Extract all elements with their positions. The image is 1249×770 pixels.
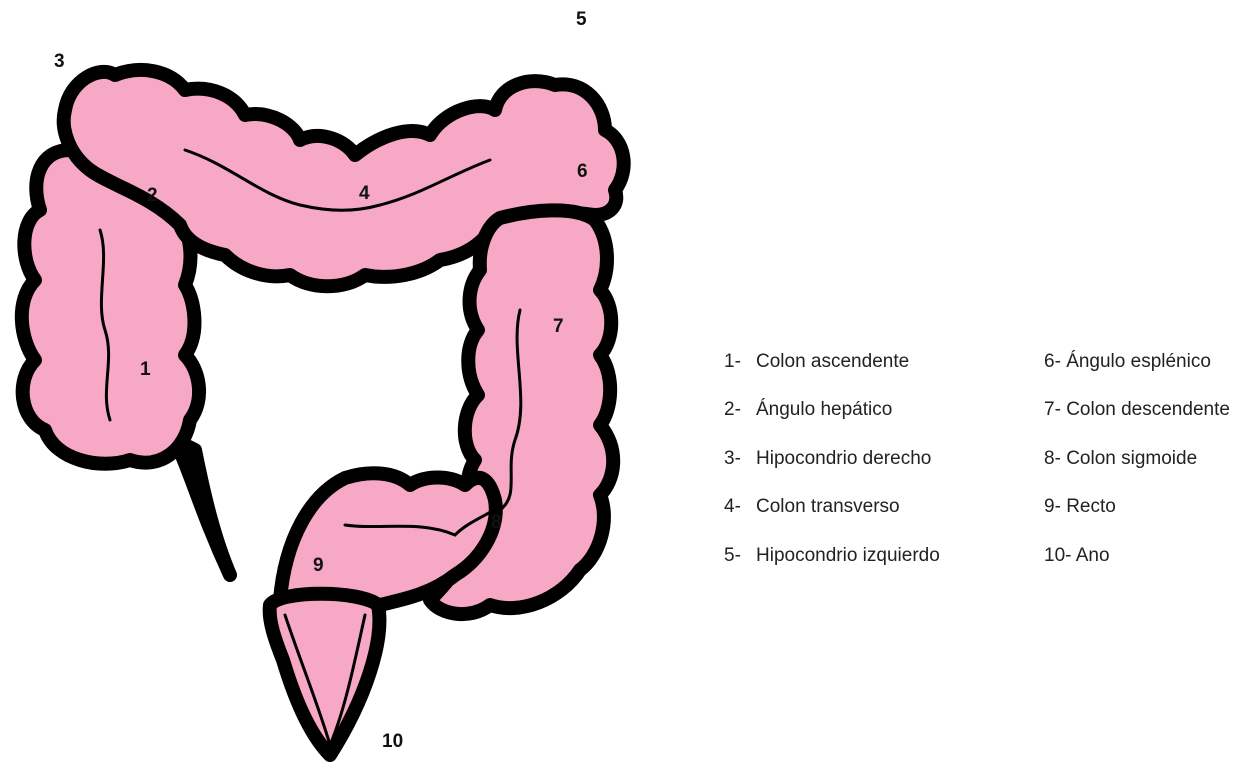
colon-shape bbox=[22, 70, 624, 755]
legend-item-10: 10- Ano bbox=[1044, 546, 1110, 565]
legend-item-3: 3-Hipocondrio derecho bbox=[724, 449, 931, 468]
colon-illustration bbox=[0, 0, 700, 765]
label-2: 2 bbox=[147, 186, 158, 205]
legend-item-9: 9- Recto bbox=[1044, 497, 1116, 516]
appendix bbox=[175, 440, 230, 575]
label-5: 5 bbox=[576, 10, 587, 29]
label-9: 9 bbox=[313, 556, 324, 575]
colon-diagram: 1 2 3 4 5 6 7 8 9 10 bbox=[0, 0, 700, 765]
legend-item-8: 8- Colon sigmoide bbox=[1044, 449, 1197, 468]
legend-item-2: 2-Ángulo hepático bbox=[724, 400, 892, 419]
label-3: 3 bbox=[54, 52, 65, 71]
legend-item-1: 1-Colon ascendente bbox=[724, 352, 909, 371]
label-6: 6 bbox=[577, 162, 588, 181]
legend-item-7: 7- Colon descendente bbox=[1044, 400, 1230, 419]
label-10: 10 bbox=[382, 732, 403, 751]
legend-item-5: 5-Hipocondrio izquierdo bbox=[724, 546, 940, 565]
legend-item-4: 4-Colon transverso bbox=[724, 497, 900, 516]
label-8: 8 bbox=[491, 513, 502, 532]
legend-item-6: 6- Ángulo esplénico bbox=[1044, 352, 1211, 371]
label-4: 4 bbox=[359, 184, 370, 203]
label-1: 1 bbox=[140, 360, 151, 379]
label-7: 7 bbox=[553, 317, 564, 336]
